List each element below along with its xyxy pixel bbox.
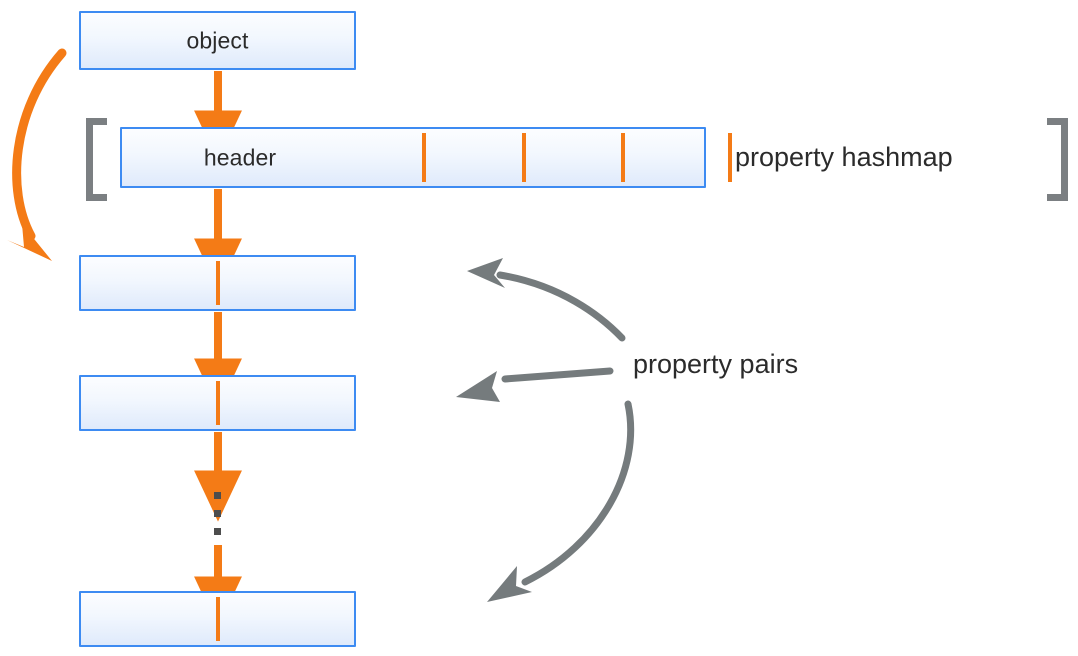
property-pair-box-last[interactable] [79, 591, 356, 647]
object-box[interactable]: object [79, 11, 356, 70]
pair-divider-icon [215, 381, 220, 425]
vertical-ellipsis-dot-icon [214, 528, 221, 535]
property-pairs-caption: property pairs [633, 349, 799, 379]
arrow-pairs-to-pair2 [456, 367, 614, 402]
object-box-label: object [186, 27, 249, 53]
hashmap-tick-2 [522, 133, 526, 182]
hashmap-bracket-right [1047, 118, 1068, 201]
property-pair-box-2[interactable] [79, 375, 356, 431]
pair-divider-icon [215, 597, 220, 641]
hashmap-tick-3 [621, 133, 625, 182]
hashmap-bracket-left [86, 118, 107, 201]
vertical-ellipsis-dot-icon [214, 510, 221, 517]
arrow-object-curve-to-pair1 [7, 48, 67, 261]
hashmap-header-label: header [203, 144, 277, 170]
hashmap-tick-1 [422, 133, 426, 182]
property-hashmap-box[interactable]: header [120, 127, 732, 188]
arrow-pairs-to-pair-last [487, 400, 635, 602]
property-hashmap-caption: property hashmap [735, 142, 953, 172]
vertical-ellipsis-dot-icon [214, 492, 221, 499]
pair-divider-icon [215, 261, 220, 305]
hashmap-tick-4 [728, 133, 732, 182]
arrow-pairs-to-pair1 [467, 258, 626, 342]
property-pair-box-1[interactable] [79, 255, 356, 311]
